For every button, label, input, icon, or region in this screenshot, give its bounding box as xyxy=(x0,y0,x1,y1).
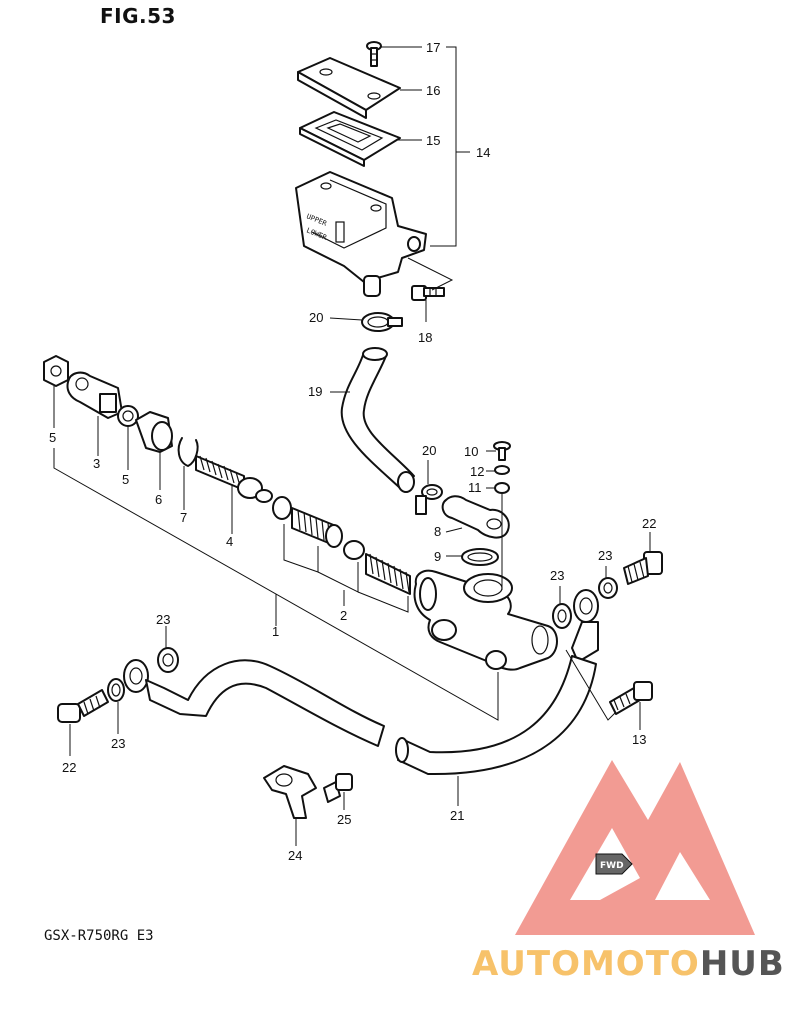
callout-18: 18 xyxy=(418,330,432,345)
locknut-left xyxy=(43,355,69,387)
callout-14: 14 xyxy=(476,145,490,160)
callout-7: 7 xyxy=(180,510,187,525)
callout-12: 12 xyxy=(470,464,484,479)
callout-1: 1 xyxy=(272,624,279,639)
model-code: GSX-R750RG E3 xyxy=(44,928,154,944)
callout-4: 4 xyxy=(226,534,233,549)
joint-screw xyxy=(493,441,511,461)
callout-22-left: 22 xyxy=(62,760,76,775)
reservoir-bolt xyxy=(411,285,445,301)
rubber-boot xyxy=(135,411,173,453)
brake-hose-right-fitting xyxy=(571,589,599,663)
master-cylinder-body xyxy=(413,569,558,671)
callout-2: 2 xyxy=(340,608,347,623)
callout-10: 10 xyxy=(464,444,478,459)
reservoir-cap xyxy=(297,57,401,119)
joint-nut xyxy=(494,482,510,494)
callout-20-upper: 20 xyxy=(309,310,323,325)
hose-clamp-upper xyxy=(361,312,403,332)
gasket-right-lower xyxy=(552,603,572,629)
hose-clamp-bracket xyxy=(263,765,317,819)
fwd-label: FWD xyxy=(600,861,624,871)
callout-23-right-lower: 23 xyxy=(550,568,564,583)
reservoir-diaphragm xyxy=(299,111,401,167)
callout-15: 15 xyxy=(426,133,440,148)
callout-25: 25 xyxy=(337,812,351,827)
automotohub-logo: AUTOMOTOHUB xyxy=(472,760,785,984)
callout-5-left: 5 xyxy=(49,430,56,445)
logo-text-automoto: AUTOMOTOHUB xyxy=(472,944,785,984)
fwd-arrow-tag: FWD xyxy=(595,853,633,875)
hose-clamp-lower xyxy=(415,484,443,515)
callout-17: 17 xyxy=(426,40,440,55)
o-ring xyxy=(461,548,499,566)
callout-16: 16 xyxy=(426,83,440,98)
clamp-bolt xyxy=(323,773,353,803)
callout-8: 8 xyxy=(434,524,441,539)
callout-5-mid: 5 xyxy=(122,472,129,487)
pushrod xyxy=(195,455,273,503)
callout-24: 24 xyxy=(288,848,302,863)
callout-13: 13 xyxy=(632,732,646,747)
callout-23-right-upper: 23 xyxy=(598,548,612,563)
callout-22-right: 22 xyxy=(642,516,656,531)
banjo-bolt-right xyxy=(623,551,663,585)
callout-21: 21 xyxy=(450,808,464,823)
reservoir-screw xyxy=(366,41,382,67)
leader-lines xyxy=(53,46,651,846)
banjo-bolt-left xyxy=(57,689,109,723)
reservoir-body: UPPER LOWER xyxy=(295,171,427,297)
callout-labels: 17 16 15 14 20 18 19 5 3 5 6 7 4 20 10 1… xyxy=(49,40,656,863)
locknut-mid xyxy=(117,405,139,427)
primary-cup xyxy=(343,540,365,560)
gasket-left-lower xyxy=(107,678,125,702)
brake-hose-left xyxy=(123,659,385,747)
brake-hose-long xyxy=(395,655,597,776)
callout-11: 11 xyxy=(468,480,482,495)
callout-19: 19 xyxy=(308,384,322,399)
joint-washer xyxy=(494,465,510,475)
return-spring xyxy=(365,553,411,595)
gasket-right-upper xyxy=(598,577,618,599)
reservoir-hose xyxy=(340,347,415,493)
logo-triangle-inner-2 xyxy=(655,852,710,900)
callout-3: 3 xyxy=(93,456,100,471)
gasket-left-upper xyxy=(157,647,179,673)
piston-set xyxy=(272,496,343,548)
callout-6: 6 xyxy=(155,492,162,507)
callout-23-left-lower: 23 xyxy=(111,736,125,751)
mounting-bolt xyxy=(609,681,653,715)
callout-20-lower: 20 xyxy=(422,443,436,458)
hose-joint xyxy=(441,495,510,539)
figure-title: FIG.53 xyxy=(100,4,176,28)
clevis xyxy=(66,371,123,419)
circlip xyxy=(177,437,199,467)
callout-23-left-upper: 23 xyxy=(156,612,170,627)
logo-triangle-outer xyxy=(515,760,755,935)
callout-9: 9 xyxy=(434,549,441,564)
